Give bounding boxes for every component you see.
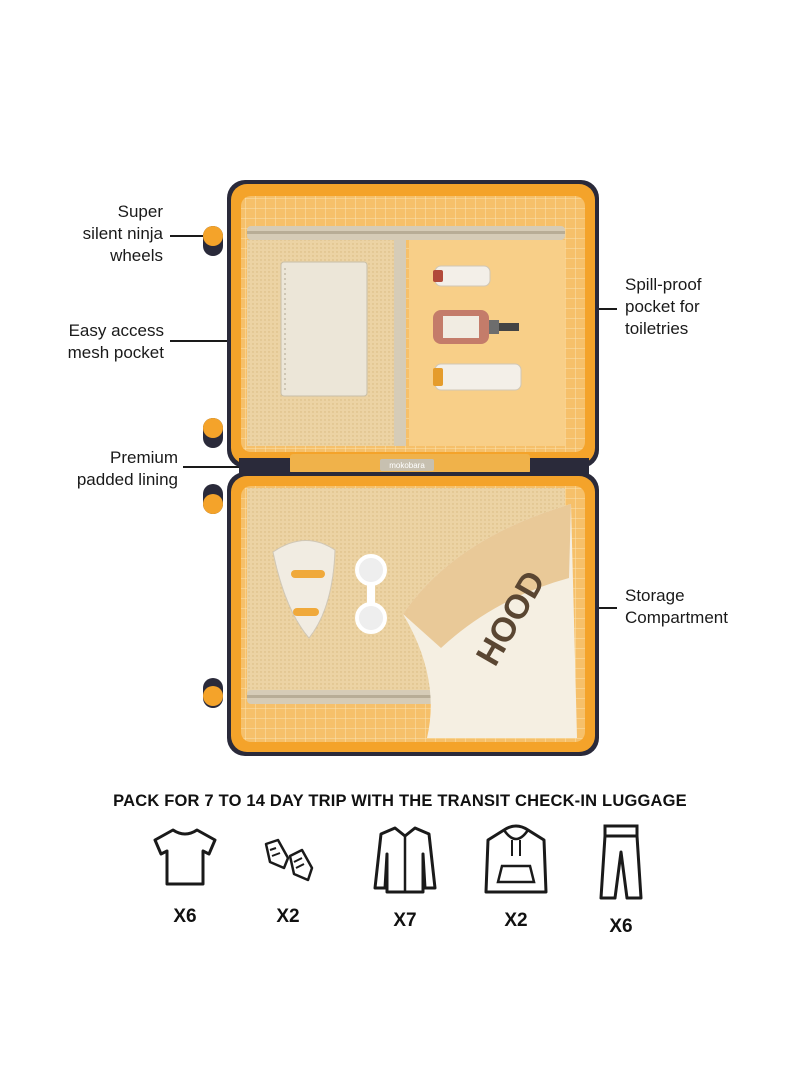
wheel-bottom-left — [203, 678, 223, 708]
callout-wheels: Super silent ninja wheels — [40, 201, 163, 267]
callout-lining-line2: padded lining — [76, 470, 178, 489]
wheels-leader-line — [170, 235, 210, 237]
callout-spill: Spill-proof pocket for toiletries — [625, 274, 765, 340]
callout-mesh-line2: mesh pocket — [67, 343, 164, 362]
packing-item-shoes: X2 — [238, 822, 338, 928]
shirt-icon — [373, 826, 437, 894]
tshirt-count: X6 — [173, 906, 197, 927]
suitcase-svg: mokobara HOOD — [203, 180, 599, 756]
sunglasses — [355, 554, 387, 634]
hoodie-count: X2 — [504, 910, 528, 931]
wheel-top-left — [203, 226, 223, 256]
callout-spill-line1: Spill-proof — [625, 275, 702, 294]
brand-tag: mokobara — [389, 461, 425, 470]
open-suitcase-illustration: mokobara HOOD — [195, 178, 605, 758]
toiletry-bottle — [433, 310, 519, 344]
callout-storage: Storage Compartment — [625, 585, 775, 629]
pants-count: X6 — [609, 916, 633, 937]
callout-storage-line1: Storage — [625, 586, 685, 605]
t-shirt-icon — [153, 828, 217, 886]
pants-icon — [599, 824, 643, 900]
toiletry-tube-bottom — [433, 363, 522, 391]
packing-item-tshirts: X6 — [135, 822, 235, 928]
wheel-upper-mid — [203, 418, 223, 448]
shirt-count: X7 — [393, 910, 417, 931]
callout-mesh-line1: Easy access — [68, 321, 164, 340]
callout-storage-line2: Compartment — [625, 608, 728, 627]
notebook — [280, 261, 368, 397]
shoes-icon — [264, 838, 314, 882]
callout-spill-line3: toiletries — [625, 319, 689, 338]
packing-headline: PACK FOR 7 TO 14 DAY TRIP WITH THE TRANS… — [113, 792, 687, 810]
shoes-count: X2 — [276, 906, 300, 927]
callout-wheels-line3: wheels — [110, 246, 163, 265]
callout-lining: Premium padded lining — [20, 447, 178, 491]
callout-lining-line1: Premium — [109, 448, 178, 467]
packing-item-pants: X6 — [571, 822, 671, 938]
packing-item-hoodies: X2 — [466, 822, 566, 932]
wheel-lower-mid — [203, 484, 223, 514]
packing-item-shirts: X7 — [355, 822, 455, 932]
folded-tshirt: HOOD — [403, 504, 577, 738]
toiletry-tube-top — [433, 265, 491, 287]
callout-spill-line2: pocket for — [625, 297, 700, 316]
hoodie-icon — [484, 824, 548, 894]
callout-wheels-line2: silent ninja — [82, 224, 163, 243]
callout-mesh: Easy access mesh pocket — [20, 320, 164, 364]
eye-mask — [272, 540, 336, 639]
callout-wheels-line1: Super — [117, 202, 163, 221]
